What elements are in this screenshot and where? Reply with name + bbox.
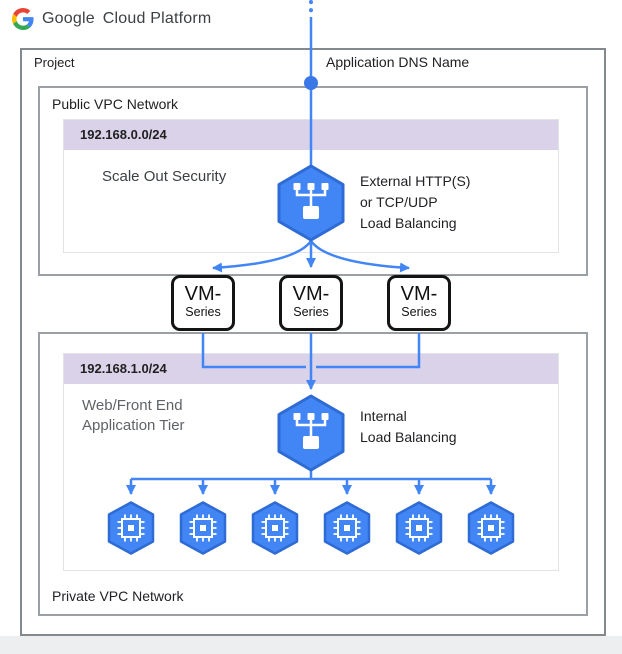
load-balancer-icon: [293, 413, 329, 449]
compute-instance-hexagon-2: [179, 501, 227, 555]
internal-lb-label: Internal Load Balancing: [360, 406, 457, 448]
private-vpc-title: Private VPC Network: [52, 588, 184, 604]
page-footer-strip: [0, 636, 622, 654]
external-load-balancer-hexagon: [276, 164, 346, 242]
hexagon-shape: [277, 164, 345, 242]
compute-instance-hexagon-5: [395, 501, 443, 555]
compute-chip-icon: [261, 514, 289, 542]
public-subnet-name: Scale Out Security: [102, 168, 227, 185]
vm-series-box-3: VM- Series: [387, 275, 451, 331]
google-g-icon: [12, 8, 34, 30]
vm-series-1-line2: Series: [185, 305, 221, 319]
logo-brand-text: Google: [42, 10, 95, 27]
google-cloud-platform-logo: Google Cloud Platform: [12, 8, 211, 30]
vm-series-box-2: VM- Series: [279, 275, 343, 331]
load-balancer-icon: [293, 183, 329, 219]
compute-instance-hexagon-3: [251, 501, 299, 555]
logo-product-text: Cloud Platform: [102, 10, 212, 27]
external-lb-label-line1: External HTTP(S): [360, 173, 471, 189]
compute-instance-hexagon-6: [467, 501, 515, 555]
vm-series-2-line2: Series: [293, 305, 329, 319]
internal-lb-label-line2: Load Balancing: [360, 429, 457, 445]
vm-series-box-1: VM- Series: [171, 275, 235, 331]
compute-instance-hexagon-4: [323, 501, 371, 555]
private-subnet-cidr-banner: 192.168.1.0/24: [64, 354, 558, 384]
vm-series-2-line1: VM-: [292, 283, 330, 305]
public-subnet-cidr-banner: 192.168.0.0/24: [64, 120, 558, 150]
project-label: Project: [34, 55, 75, 70]
public-vpc-title: Public VPC Network: [52, 96, 179, 112]
application-dns-name-label: Application DNS Name: [326, 54, 470, 70]
compute-chip-icon: [189, 514, 217, 542]
internal-lb-label-line1: Internal: [360, 408, 407, 424]
public-subnet-cidr: 192.168.0.0/24: [80, 127, 167, 142]
private-subnet-name-line1: Web/Front End: [82, 397, 183, 414]
vm-series-3-line2: Series: [401, 305, 437, 319]
compute-chip-icon: [333, 514, 361, 542]
private-subnet-name: Web/Front End Application Tier: [82, 396, 185, 436]
compute-instance-hexagon-1: [107, 501, 155, 555]
external-lb-label: External HTTP(S) or TCP/UDP Load Balanci…: [360, 171, 470, 234]
project-container: Project: [20, 48, 606, 636]
private-subnet-name-line2: Application Tier: [82, 417, 185, 434]
external-lb-label-line2: or TCP/UDP: [360, 194, 438, 210]
compute-chip-icon: [477, 514, 505, 542]
external-lb-label-line3: Load Balancing: [360, 215, 457, 231]
hexagon-shape: [277, 394, 345, 472]
compute-chip-icon: [405, 514, 433, 542]
private-subnet-cidr: 192.168.1.0/24: [80, 361, 167, 376]
internal-load-balancer-hexagon: [276, 394, 346, 472]
vm-series-3-line1: VM-: [400, 283, 438, 305]
compute-chip-icon: [117, 514, 145, 542]
private-vpc-box: Private VPC Network 192.168.1.0/24 Web/F…: [38, 332, 588, 616]
vm-series-1-line1: VM-: [184, 283, 222, 305]
